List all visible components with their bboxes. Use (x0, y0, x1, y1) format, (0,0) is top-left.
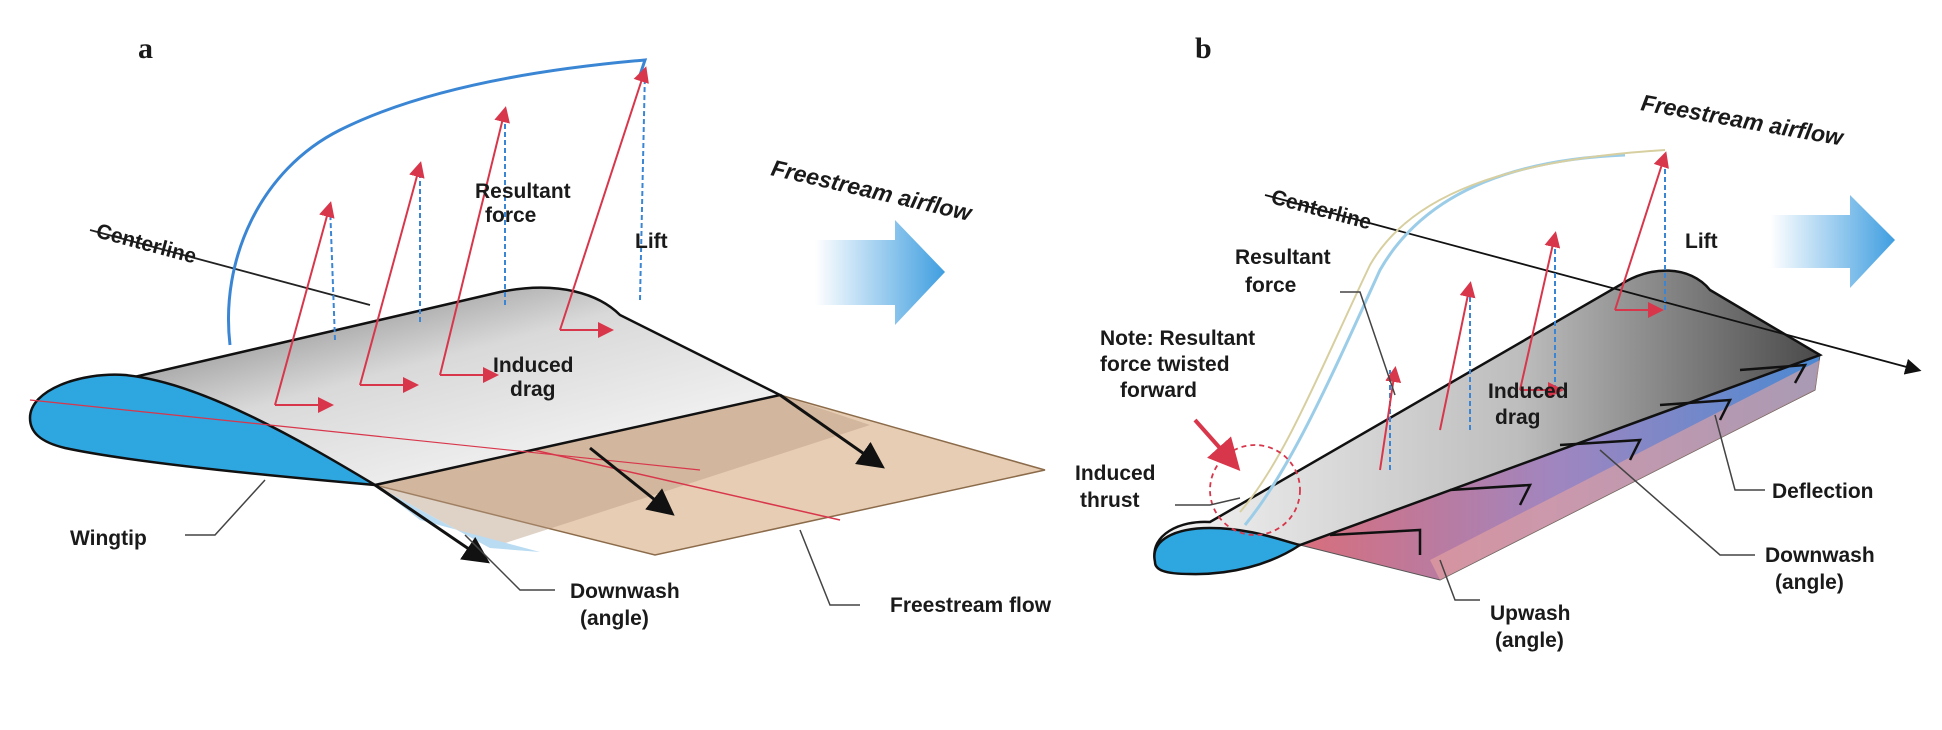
resultant-force-label-a-1: Resultant (475, 180, 571, 203)
panel-b-letter: b (1195, 32, 1212, 65)
centerline-label-a: Centerline (94, 220, 199, 269)
resultant-vector (1614, 151, 1669, 311)
lift-envelope (227, 58, 648, 346)
freestream-airflow-label-b: Freestream airflow (1639, 89, 1847, 150)
downwash-leader (464, 534, 555, 591)
resultant-vector (559, 66, 649, 331)
deflection-arrow (1739, 363, 1808, 384)
downwash-arrow (374, 483, 490, 564)
deflection-label: Deflection (1772, 480, 1874, 503)
deflection-arrow (1449, 483, 1533, 506)
lift-vectors-b (1379, 151, 1669, 471)
freestream-flow-leader (799, 529, 860, 606)
downwash-leader-b (1599, 449, 1755, 556)
lift-vector (639, 69, 646, 301)
centerline-label-b: Centerline (1269, 186, 1374, 235)
wing-red-chordline (29, 399, 701, 471)
downwash-arrow (589, 446, 675, 516)
resultant-force-label-b-1: Resultant (1235, 246, 1331, 269)
resultant-vector (274, 201, 335, 406)
deflection-arrow (1329, 528, 1422, 555)
wingtip-airfoil-b (1153, 526, 1304, 576)
upwash-leader (1439, 559, 1480, 601)
upwash-label-1: Upwash (1490, 602, 1571, 625)
note-label-1: Note: Resultant (1100, 327, 1255, 350)
induced-drag-label-a-2: drag (510, 378, 556, 401)
downwash-label-b-2: (angle) (1775, 571, 1844, 594)
resultant-vector (1439, 281, 1476, 431)
induced-thrust-label-2: thrust (1080, 489, 1140, 512)
resultant-vector (439, 106, 510, 376)
induced-drag-label-b-2: drag (1495, 406, 1541, 429)
resultant-leader-b (1340, 291, 1396, 396)
resultant-vector (1519, 231, 1561, 391)
induced-thrust-leader (1175, 497, 1241, 506)
centerline-a (89, 229, 371, 306)
note-label-3: forward (1120, 379, 1197, 402)
induced-drag-label-b-1: Induced (1488, 380, 1569, 403)
deflection-arrow (1659, 398, 1733, 421)
downwash-arrow (779, 393, 885, 469)
resultant-envelope-b (1239, 149, 1666, 513)
resultant-force-label-b-2: force (1245, 274, 1296, 297)
centerline-b (1264, 194, 1922, 375)
induced-drag-label-a-1: Induced (493, 354, 574, 377)
deflection-arrows (1329, 363, 1808, 555)
downwash-plane (375, 395, 870, 548)
freestream-airflow-arrow-b (1770, 195, 1895, 288)
wake-red-line (489, 439, 841, 521)
freestream-airflow-arrow (815, 220, 945, 325)
note-label-2: force twisted (1100, 353, 1230, 376)
note-arrow (1193, 418, 1241, 471)
lift-label-b: Lift (1685, 230, 1718, 253)
downwash-label-a-1: Downwash (570, 580, 680, 603)
lift-label-a: Lift (635, 230, 668, 253)
panel-a: a (28, 32, 1052, 630)
lift-vector (329, 204, 336, 341)
freestream-flow-label: Freestream flow (890, 594, 1052, 617)
downwash-label-a-2: (angle) (580, 607, 649, 630)
resultant-vector (359, 161, 425, 386)
freestream-airflow-label-a: Freestream airflow (769, 155, 976, 227)
panel-b: b (1075, 32, 1922, 652)
upwash-label-2: (angle) (1495, 629, 1564, 652)
panel-a-letter: a (138, 32, 153, 65)
wingtip-leader (185, 479, 266, 536)
wingtip-airfoil (28, 373, 376, 487)
lift-vectors-a (274, 66, 649, 413)
downwash-label-b-1: Downwash (1765, 544, 1875, 567)
induced-thrust-label-1: Induced (1075, 462, 1156, 485)
deflection-arrow (1559, 438, 1643, 461)
resultant-force-label-a-2: force (485, 204, 536, 227)
wingtip-label: Wingtip (70, 527, 147, 550)
deflection-leader (1714, 414, 1765, 491)
note-highlight-circle (1209, 444, 1301, 536)
